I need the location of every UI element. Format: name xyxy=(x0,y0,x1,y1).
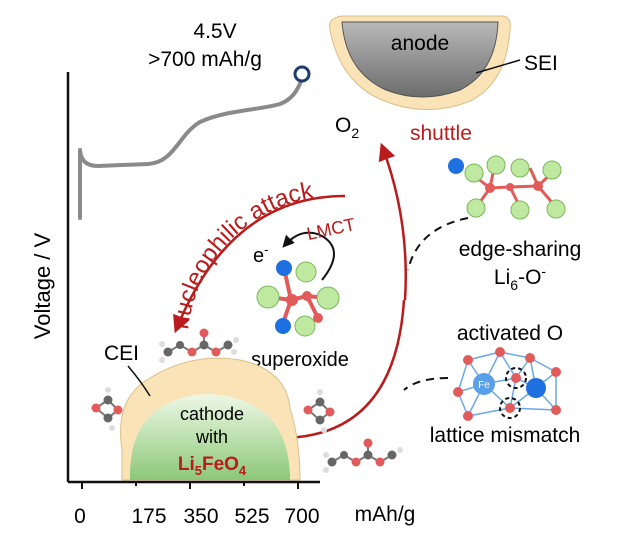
x-tick-label: 0 xyxy=(74,505,86,528)
x-tick-label: 175 xyxy=(131,505,166,528)
blue-atom xyxy=(448,158,464,174)
electrolyte-molecule xyxy=(91,387,123,431)
electrolyte-molecule xyxy=(303,389,335,433)
blue-atom xyxy=(526,378,546,398)
green-atom xyxy=(486,155,506,175)
lmct-arrow xyxy=(282,231,335,281)
green-atom xyxy=(466,198,486,218)
iron-atom xyxy=(473,373,495,395)
lmct-label: LMCT xyxy=(305,214,357,244)
lattice-cluster: activated O Fe xyxy=(403,322,581,447)
edge-sharing-cluster: edge-sharing Li6-O- xyxy=(407,155,582,293)
voltage-capacity-plot: 0 175 350 525 700 mAh/g Voltage / V 4.5V… xyxy=(30,20,415,528)
activated-o-highlight xyxy=(505,367,527,389)
nucleophilic-attack-arrow xyxy=(173,194,346,334)
superoxide-label: superoxide xyxy=(251,349,349,371)
sei-leader xyxy=(475,59,521,74)
reaction-arrows xyxy=(173,142,408,440)
cathode-formula: Li5FeO4 xyxy=(178,454,247,478)
red-atom xyxy=(485,183,495,193)
x-axis-unit: mAh/g xyxy=(355,503,416,526)
red-atom xyxy=(286,294,298,306)
activated-o-label: activated O xyxy=(457,322,563,345)
activated-oxygen-atom xyxy=(511,373,521,383)
green-atom xyxy=(316,286,340,310)
red-atom xyxy=(551,367,561,377)
shuttle-arrow xyxy=(378,142,408,301)
green-atom xyxy=(464,163,484,183)
voltage-note: 4.5V xyxy=(193,20,236,43)
green-atom xyxy=(295,261,317,283)
red-atom xyxy=(506,183,514,191)
red-atom xyxy=(463,355,473,365)
cutoff-marker xyxy=(293,65,311,83)
o2-label: O2 xyxy=(335,114,359,141)
charge-curve xyxy=(78,76,304,220)
anode-group: anode SEI xyxy=(329,15,558,110)
activated-oxygen-atom xyxy=(505,403,515,413)
cathode-body xyxy=(129,394,290,480)
blue-atom xyxy=(275,318,291,334)
y-axis-label: Voltage / V xyxy=(30,232,55,339)
green-atom xyxy=(510,158,530,178)
edge-sharing-label: edge-sharing xyxy=(459,238,582,261)
electrolyte-molecule xyxy=(323,438,403,473)
anode-body xyxy=(341,21,499,98)
anode-label: anode xyxy=(391,32,449,55)
x-tick-label: 700 xyxy=(284,505,319,528)
cei-leader xyxy=(127,365,151,397)
electrolyte-molecule xyxy=(159,328,239,363)
x-tick-marks xyxy=(81,482,299,489)
cei-label: CEI xyxy=(104,342,139,365)
lattice-mismatch-label: lattice mismatch xyxy=(430,424,581,447)
sei-label: SEI xyxy=(524,52,558,75)
red-atom xyxy=(313,313,323,323)
edge-sharing-connector xyxy=(407,217,469,271)
superoxide-cluster: LMCT e- superoxide xyxy=(251,214,357,371)
red-atom xyxy=(302,291,312,301)
red-atom xyxy=(463,411,473,421)
nucleophilic-attack-label: nucleophilic attack xyxy=(167,177,316,331)
electron-label: e- xyxy=(253,242,268,267)
cathode-loop-arrow xyxy=(279,299,406,440)
red-atom xyxy=(525,353,535,363)
cathode-label: cathode xyxy=(180,404,244,424)
green-atom xyxy=(256,285,280,309)
green-atom xyxy=(510,200,530,220)
green-atom xyxy=(546,199,566,219)
green-atom xyxy=(542,160,562,180)
red-atom xyxy=(533,181,543,191)
cathode-label: with xyxy=(195,427,228,447)
red-atom xyxy=(551,405,561,415)
blue-atom xyxy=(276,260,292,276)
edge-sharing-formula: Li6-O- xyxy=(494,263,546,293)
red-atom xyxy=(453,387,463,397)
activated-o-highlight xyxy=(499,397,521,419)
green-atom xyxy=(294,315,316,337)
x-tick-label: 350 xyxy=(183,505,218,528)
capacity-note: >700 mAh/g xyxy=(148,48,262,71)
shuttle-label: shuttle xyxy=(410,122,472,145)
cathode-group: cathode with Li5FeO4 CEI xyxy=(104,342,301,481)
x-tick-label: 525 xyxy=(234,505,269,528)
red-atom xyxy=(495,347,505,357)
iron-label: Fe xyxy=(478,380,490,391)
lattice-connector xyxy=(403,377,449,391)
